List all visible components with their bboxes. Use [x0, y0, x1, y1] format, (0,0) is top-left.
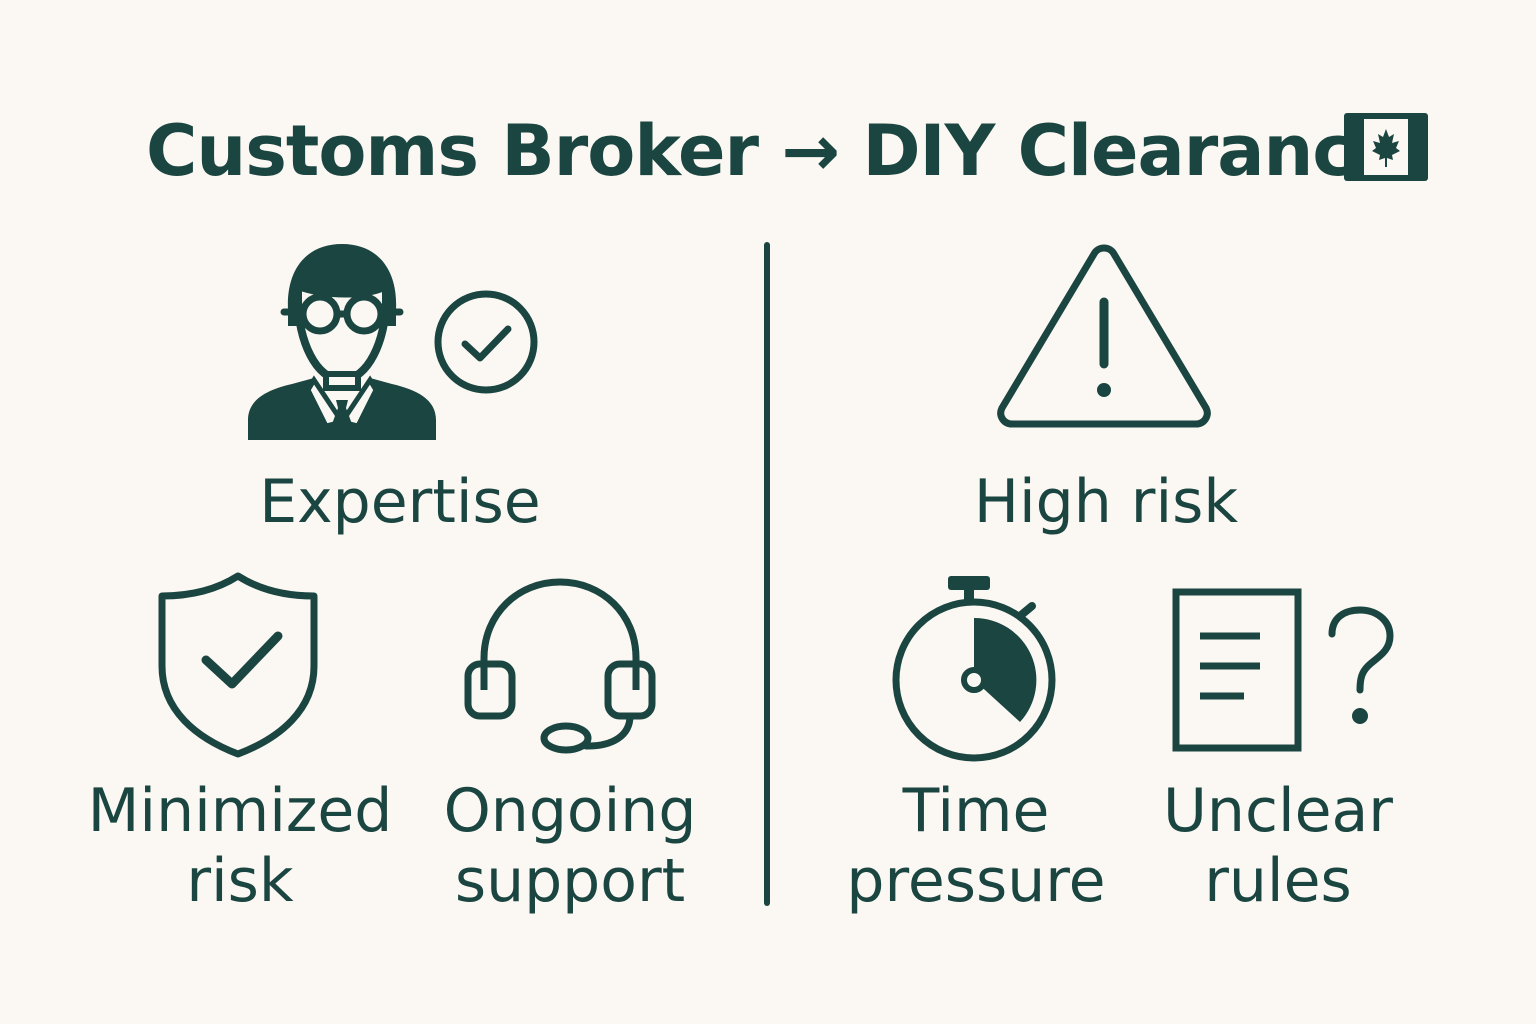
page-title: Customs Broker → DIY Clearance — [146, 106, 1400, 196]
label-line: Ongoing — [443, 776, 697, 846]
shield-check-icon — [156, 570, 320, 760]
title-left: Customs Broker — [146, 110, 759, 192]
label-line: Unclear — [1163, 776, 1393, 846]
stopwatch-icon — [886, 572, 1062, 764]
title-arrow: → — [781, 110, 840, 192]
unclear-rules-label: Unclear rules — [1118, 776, 1438, 916]
canada-flag-icon — [1344, 113, 1428, 181]
check-circle-icon — [433, 289, 539, 395]
high-risk-label: High risk — [973, 467, 1239, 537]
label-line: support — [454, 846, 686, 916]
headset-icon — [462, 578, 658, 756]
label-line: risk — [186, 846, 294, 916]
broker-person-icon — [246, 240, 438, 444]
minimized-risk-label: Minimized risk — [80, 776, 400, 916]
center-divider — [764, 242, 770, 906]
label-line: rules — [1204, 846, 1352, 916]
ongoing-support-label: Ongoing support — [410, 776, 730, 916]
document-question-icon — [1170, 588, 1402, 754]
label-line: Time — [902, 776, 1050, 846]
expertise-label: Expertise — [259, 467, 541, 537]
label-line: Minimized — [87, 776, 393, 846]
title-right: DIY Clearance — [862, 110, 1400, 192]
label-line: pressure — [846, 846, 1106, 916]
time-pressure-label: Time pressure — [816, 776, 1136, 916]
warning-triangle-icon — [996, 240, 1212, 430]
